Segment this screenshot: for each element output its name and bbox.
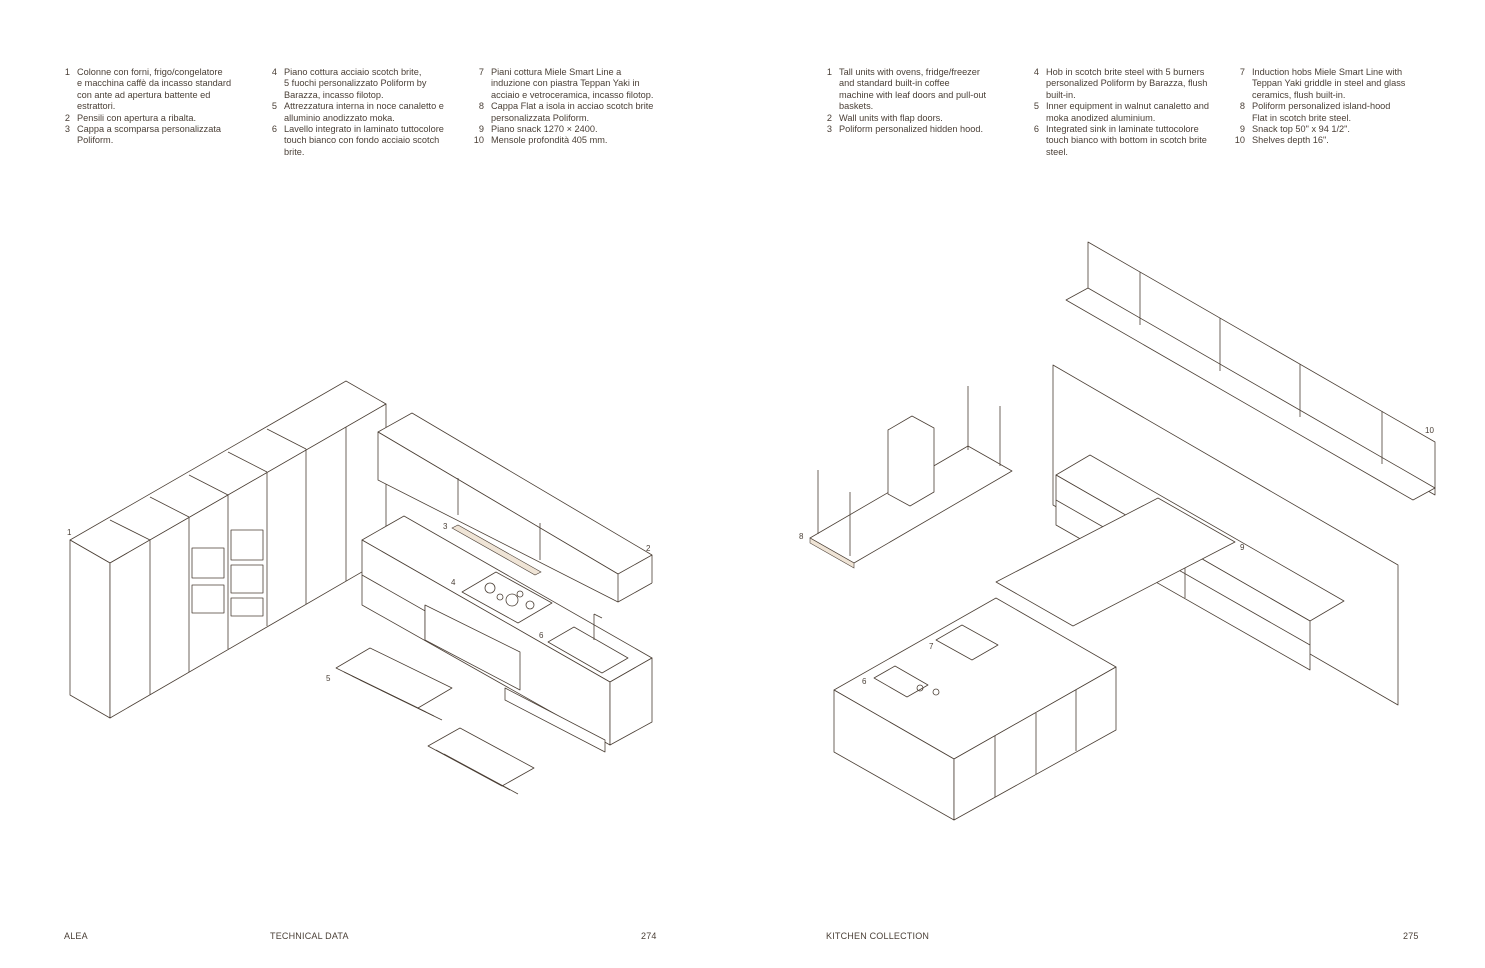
legend-text: Lavello integrato in laminato tuttocolor… <box>284 124 444 157</box>
legend-column: 7 Induction hobs Miele Smart Line with Te… <box>1231 67 1431 147</box>
legend-item: 5 Attrezzatura interna in noce canaletto … <box>263 101 463 124</box>
legend-text: Pensili con apertura a ribalta. <box>77 112 196 123</box>
legend-item: 6 Integrated sink in laminate tuttocolore… <box>1025 124 1225 158</box>
shelves <box>1065 241 1436 501</box>
legend-text: Piano cottura acciaio scotch brite, 5 fu… <box>284 67 427 100</box>
legend-number: 7 <box>478 67 484 77</box>
tall-units <box>69 380 387 719</box>
base-units <box>361 515 653 753</box>
callout-label: 8 <box>799 532 804 541</box>
callout-label: 9 <box>1240 543 1245 552</box>
callout-label: 6 <box>539 631 544 640</box>
legend-text: Inner equipment in walnut canaletto and … <box>1046 101 1209 123</box>
legend-column: 7 Piani cottura Miele Smart Line a induzi… <box>470 67 670 147</box>
legend-item: 4 Hob in scotch brite steel with 5 burner… <box>1025 67 1225 101</box>
legend-text: Poliform personalized hidden hood. <box>839 124 984 135</box>
island <box>833 597 1117 821</box>
legend-item: 1 Colonne con forni, frigo/congelatore e … <box>56 67 256 113</box>
legend-number: 5 <box>1033 101 1039 112</box>
legend-text: Integrated sink in laminate tuttocolore … <box>1046 124 1207 157</box>
legend-number: 10 <box>1234 135 1245 146</box>
legend-item: 8 Cappa Flat a isola in acciao scotch bri… <box>470 101 670 124</box>
legend-text: Snack top 50" x 94 1/2". <box>1252 124 1350 135</box>
legend-item: 9 Snack top 50" x 94 1/2". <box>1231 124 1431 135</box>
legend-number: 2 <box>64 112 70 123</box>
legend-item: 3 Poliform personalized hidden hood. <box>818 124 1018 135</box>
legend-item: 10 Mensole profondità 405 mm. <box>470 135 670 146</box>
legend-item: 2 Pensili con apertura a ribalta. <box>56 113 256 124</box>
legend-text: Poliform personalized island-hood Flat i… <box>1252 101 1391 123</box>
legend-number: 9 <box>478 124 484 135</box>
legend-text: Hob in scotch brite steel with 5 burners… <box>1046 67 1208 100</box>
legend-number: 5 <box>271 101 277 112</box>
island-hood <box>809 386 1013 569</box>
callout-label: 10 <box>1425 426 1434 435</box>
callout-label: 6 <box>862 677 867 686</box>
hidden-hood <box>451 524 542 576</box>
callout-label: 3 <box>443 522 448 531</box>
legend-number: 1 <box>826 67 832 77</box>
footer-brand: ALEA <box>64 931 88 941</box>
legend-item: 7 Induction hobs Miele Smart Line with Te… <box>1231 67 1431 101</box>
legend-text: Piani cottura Miele Smart Line a induzio… <box>491 67 654 100</box>
legend-number: 8 <box>1239 101 1245 112</box>
legend-item: 7 Piani cottura Miele Smart Line a induzi… <box>470 67 670 101</box>
legend-text: Attrezzatura interna in noce canaletto e… <box>284 101 444 123</box>
legend-number: 6 <box>1033 124 1039 135</box>
legend-item: 5 Inner equipment in walnut canaletto and… <box>1025 101 1225 124</box>
legend-item: 3 Cappa a scomparsa personalizzata Polifo… <box>56 124 256 147</box>
callout-label: 4 <box>451 578 456 587</box>
legend-number: 8 <box>478 101 484 112</box>
legend-item: 2 Wall units with flap doors. <box>818 113 1018 124</box>
legend-number: 3 <box>826 124 832 135</box>
legend-number: 10 <box>473 135 484 146</box>
legend-number: 6 <box>271 124 277 135</box>
legend-number: 2 <box>826 112 832 123</box>
footer-collection: KITCHEN COLLECTION <box>826 931 930 941</box>
legend-column: 4 Hob in scotch brite steel with 5 burner… <box>1025 67 1225 158</box>
legend-number: 4 <box>1033 67 1039 77</box>
legend-column: 1 Tall units with ovens, fridge/freezer a… <box>818 67 1018 135</box>
legend-item: 8 Poliform personalized island-hood Flat … <box>1231 101 1431 124</box>
legend-text: Mensole profondità 405 mm. <box>491 135 608 146</box>
legend-item: 10 Shelves depth 16". <box>1231 135 1431 146</box>
legend-number: 4 <box>271 67 277 77</box>
page-number-right: 275 <box>1403 931 1419 941</box>
footer-section: TECHNICAL DATA <box>270 931 349 941</box>
callout-label: 1 <box>67 528 72 537</box>
legend-text: Cappa a scomparsa personalizzata Polifor… <box>77 124 222 146</box>
sink <box>547 613 629 674</box>
inner-equipment <box>335 647 535 795</box>
legend-text: Induction hobs Miele Smart Line with Tep… <box>1252 67 1406 100</box>
page-number-left: 274 <box>641 931 657 941</box>
legend-text: Shelves depth 16". <box>1252 135 1329 146</box>
legend-text: Wall units with flap doors. <box>839 112 943 123</box>
legend-number: 9 <box>1239 124 1245 135</box>
legend-item: 4 Piano cottura acciaio scotch brite, 5 f… <box>263 67 463 101</box>
legend-text: Piano snack 1270 × 2400. <box>491 124 598 135</box>
legend-column: 1 Colonne con forni, frigo/congelatore e … <box>56 67 256 147</box>
gas-hob <box>461 571 553 624</box>
legend-item: 1 Tall units with ovens, fridge/freezer a… <box>818 67 1018 113</box>
wall-units <box>377 412 653 603</box>
callout-label: 2 <box>646 544 651 553</box>
snack-top <box>995 497 1236 627</box>
legend-text: Colonne con forni, frigo/congelatore e m… <box>77 67 232 112</box>
legend-number: 1 <box>64 67 70 77</box>
callout-label: 5 <box>326 674 331 683</box>
legend-item: 9 Piano snack 1270 × 2400. <box>470 124 670 135</box>
callout-label: 7 <box>929 642 934 651</box>
legend-item: 6 Lavello integrato in laminato tuttocolo… <box>263 124 463 158</box>
legend-text: Cappa Flat a isola in acciao scotch brit… <box>491 101 654 123</box>
legend-column: 4 Piano cottura acciaio scotch brite, 5 f… <box>263 67 463 158</box>
legend-text: Tall units with ovens, fridge/freezer an… <box>839 67 987 112</box>
legend-number: 7 <box>1239 67 1245 77</box>
legend-number: 3 <box>64 124 70 135</box>
